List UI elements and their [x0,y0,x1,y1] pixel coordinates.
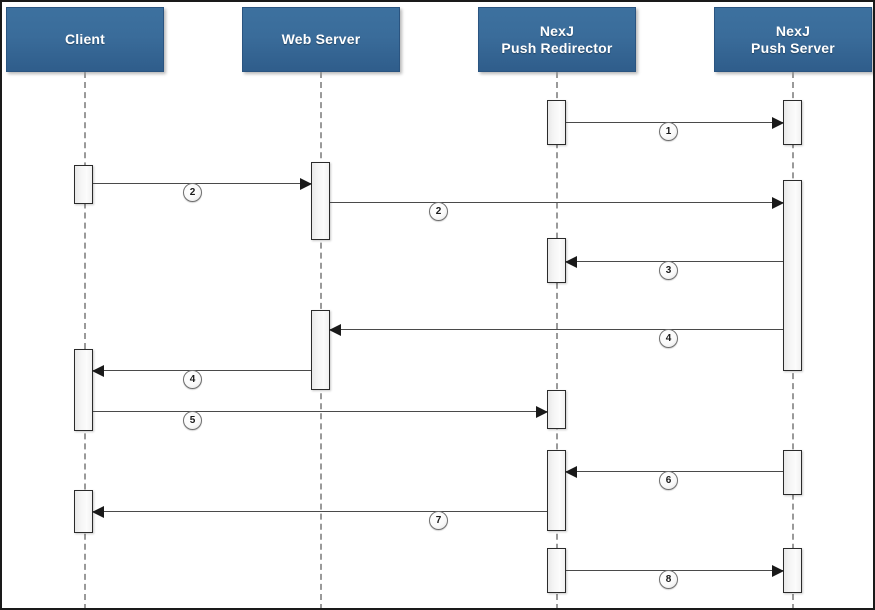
message-number-badge: 4 [183,370,202,389]
activation-bar[interactable] [311,310,330,390]
message-number-badge: 4 [659,329,678,348]
activation-bar[interactable] [783,180,802,371]
arrowhead-right-icon [772,117,784,129]
lifeline-redirector [556,72,558,608]
message-number-badge: 1 [659,122,678,141]
message-number-badge: 5 [183,411,202,430]
participant-label-push-redirector: NexJ Push Redirector [501,22,613,56]
message-arrow[interactable] [329,324,783,336]
participant-header-client[interactable]: Client [6,7,164,72]
participant-label-webserver: Web Server [281,31,361,47]
participant-header-push-server[interactable]: NexJ Push Server [714,7,872,72]
message-arrow[interactable] [92,365,311,377]
activation-bar[interactable] [783,100,802,145]
arrowhead-left-icon [329,324,341,336]
message-number-badge: 3 [659,261,678,280]
activation-bar[interactable] [547,238,566,283]
arrowhead-left-icon [565,466,577,478]
message-arrow[interactable] [566,565,784,577]
message-arrow[interactable] [565,256,783,268]
message-arrow[interactable] [93,406,548,418]
activation-bar[interactable] [74,165,93,204]
activation-bar[interactable] [547,100,566,145]
participant-label-client: Client [64,31,106,47]
arrowhead-right-icon [536,406,548,418]
participant-label-push-server: NexJ Push Server [751,22,835,56]
message-arrow[interactable] [93,178,312,190]
activation-bar[interactable] [547,548,566,593]
participant-header-webserver[interactable]: Web Server [242,7,400,72]
message-number-badge: 2 [183,183,202,202]
activation-bar[interactable] [74,490,93,533]
activation-bar[interactable] [311,162,330,240]
message-arrow[interactable] [92,506,547,518]
arrowhead-right-icon [772,197,784,209]
arrowhead-right-icon [772,565,784,577]
activation-bar[interactable] [547,390,566,429]
message-number-badge: 6 [659,471,678,490]
message-arrow[interactable] [566,117,784,129]
participant-header-push-redirector[interactable]: NexJ Push Redirector [478,7,636,72]
arrowhead-left-icon [565,256,577,268]
message-number-badge: 2 [429,202,448,221]
activation-bar[interactable] [783,548,802,593]
arrowhead-left-icon [92,506,104,518]
activation-bar[interactable] [783,450,802,495]
activation-bar[interactable] [74,349,93,431]
message-number-badge: 8 [659,570,678,589]
message-arrow[interactable] [565,466,783,478]
lifeline-client [84,72,86,608]
arrowhead-right-icon [300,178,312,190]
message-arrow[interactable] [330,197,784,209]
arrowhead-left-icon [92,365,104,377]
message-number-badge: 7 [429,511,448,530]
activation-bar[interactable] [547,450,566,531]
